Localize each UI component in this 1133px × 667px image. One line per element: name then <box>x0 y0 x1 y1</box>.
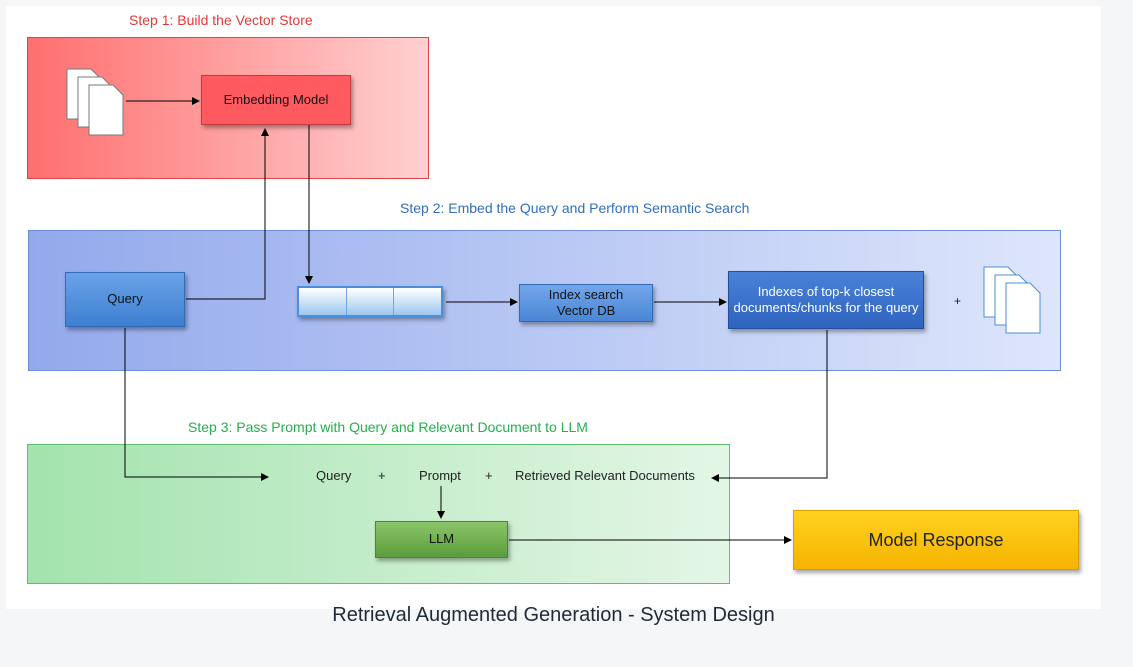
llm-node: LLM <box>375 521 508 558</box>
plus-sign: + <box>954 294 962 308</box>
step1-title: Step 1: Build the Vector Store <box>129 12 313 28</box>
arrow-query-to-prompt-row <box>124 328 269 481</box>
vector-segment <box>394 288 441 315</box>
query-node: Query <box>65 272 185 327</box>
diagram-caption: Retrieval Augmented Generation - System … <box>332 604 775 626</box>
arrow-topk-to-retrieved <box>711 330 828 482</box>
prompt-row-retrieved-docs: Retrieved Relevant Documents <box>515 468 695 483</box>
model-response-node: Model Response <box>793 510 1079 570</box>
embedding-model-node: Embedding Model <box>201 75 351 125</box>
plus-sign: + <box>485 468 493 483</box>
vector-segment <box>299 288 347 315</box>
vector-embedding-icon <box>297 286 443 317</box>
topk-indexes-node: Indexes of top-k closest documents/chunk… <box>728 271 924 329</box>
prompt-row-prompt: Prompt <box>419 468 461 483</box>
vector-segment <box>347 288 395 315</box>
step3-title: Step 3: Pass Prompt with Query and Relev… <box>188 419 588 435</box>
step2-title: Step 2: Embed the Query and Perform Sema… <box>400 200 750 216</box>
connector-arrows <box>124 97 828 544</box>
arrow-query-to-embedding <box>186 128 269 300</box>
plus-sign: + <box>378 468 386 483</box>
index-search-vector-db-node: Index search Vector DB <box>519 284 653 322</box>
region-llm-prompt <box>27 444 730 584</box>
documents-icon <box>66 68 124 136</box>
diagram-canvas: Step 1: Build the Vector Store Step 2: E… <box>6 6 1101 609</box>
documents-icon <box>983 266 1041 334</box>
prompt-row-query: Query <box>316 468 352 483</box>
